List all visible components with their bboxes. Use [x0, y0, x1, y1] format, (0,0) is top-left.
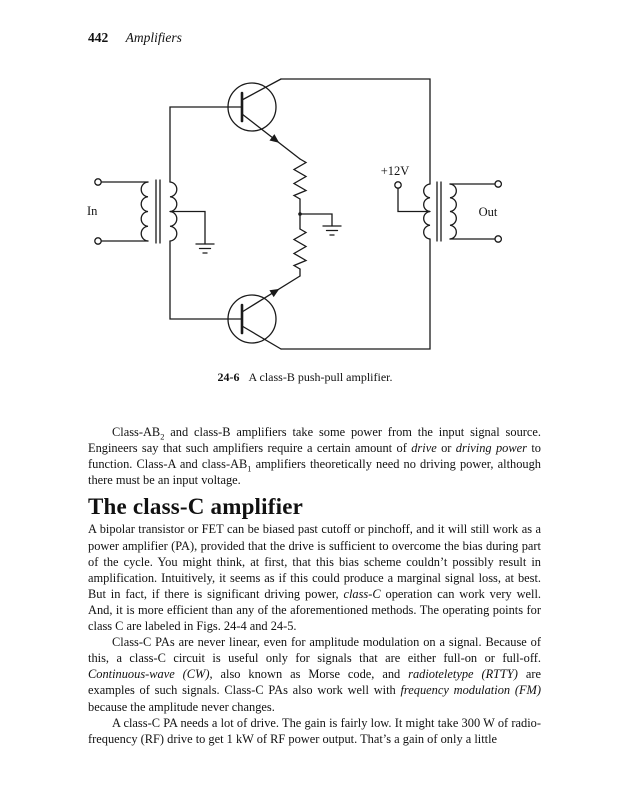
out-label: Out — [479, 205, 498, 219]
primary-winding — [423, 183, 431, 240]
in-label: In — [87, 204, 98, 218]
figure-number: 24-6 — [217, 370, 240, 384]
primary-winding — [140, 181, 149, 242]
output-terminals — [449, 180, 503, 243]
resistor-top — [292, 158, 308, 200]
output-terminal-top — [494, 180, 503, 188]
ground-symbol-center-tap — [195, 243, 215, 254]
circuit-diagram: In Out +12V — [87, 78, 503, 350]
body-text: Class-AB2 and class-B amplifiers take so… — [88, 424, 541, 747]
output-terminal-bottom — [494, 235, 503, 243]
input-terminal-top — [94, 178, 102, 186]
emitter-lead — [241, 113, 301, 160]
paragraph-class-c-drive: A class-C PA needs a lot of drive. The g… — [88, 715, 541, 746]
collector-rails — [280, 78, 431, 350]
input-terminals — [94, 178, 149, 245]
emitter-arrow — [269, 288, 280, 298]
supply-terminal — [394, 181, 431, 213]
resistor-bottom — [292, 228, 308, 270]
running-head: Amplifiers — [125, 30, 182, 45]
supply-label: +12V — [381, 164, 410, 178]
secondary-winding — [449, 183, 457, 240]
ground-symbol-mid — [322, 225, 342, 236]
page-header: 442 Amplifiers — [88, 30, 182, 46]
transistor-bottom — [227, 275, 301, 350]
input-transformer — [140, 106, 243, 320]
paragraph-class-ab: Class-AB2 and class-B amplifiers take so… — [88, 425, 541, 488]
paragraph-class-c-linearity: Class-C PAs are never linear, even for a… — [88, 635, 541, 714]
figure-caption: 24-6 A class-B push-pull amplifier. — [85, 370, 525, 385]
center-tap-lead — [169, 210, 206, 245]
emitter-arrow — [269, 134, 280, 143]
output-transformer — [423, 181, 457, 242]
paragraph-class-c-intro: A bipolar transistor or FET can be biase… — [88, 522, 541, 634]
figure-24-6: In Out +12V 24-6 A class-B push-pull ampl… — [85, 64, 525, 390]
ground-branch — [299, 213, 333, 227]
transistor-top — [227, 78, 301, 160]
bias-resistors — [292, 158, 333, 277]
page-number: 442 — [88, 30, 109, 45]
collector-lead — [241, 78, 282, 101]
figure-caption-text: A class-B push-pull amplifier. — [248, 370, 393, 384]
section-heading: The class-C amplifier — [88, 494, 304, 520]
input-terminal-bottom — [94, 237, 102, 245]
emitter-lead — [241, 275, 301, 313]
collector-lead — [241, 325, 282, 350]
